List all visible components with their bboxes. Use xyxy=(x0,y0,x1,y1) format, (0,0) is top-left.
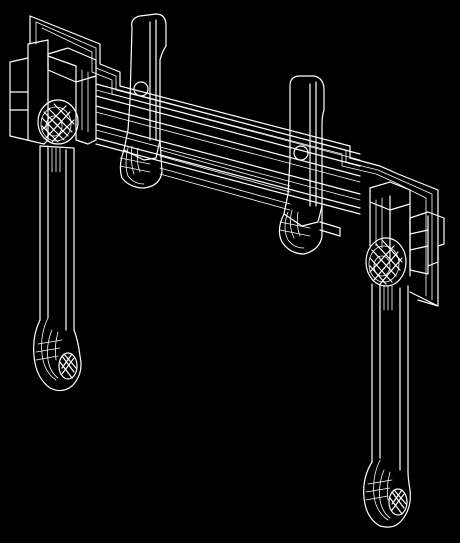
right-foot-inner-2 xyxy=(379,469,391,519)
right-foot-outline xyxy=(363,461,411,528)
wall-plate-outline-outer xyxy=(29,15,439,307)
rail-groove-2 xyxy=(159,155,291,193)
rail-groove xyxy=(159,149,291,187)
right-knob-outer xyxy=(365,237,407,287)
left-clamp-ridge-2 xyxy=(119,165,151,173)
rail-end-cap-3 xyxy=(319,229,341,237)
rail-lower-edge xyxy=(95,123,361,195)
right-foot-ridge xyxy=(367,479,393,485)
right-clamp-outline xyxy=(283,75,325,227)
left-foot-hole xyxy=(58,352,78,380)
left-clamp-hook-inner-2 xyxy=(130,145,135,175)
rail-groove-4 xyxy=(159,173,291,211)
right-clamp-ridge-2 xyxy=(279,229,311,237)
right-foot-inner xyxy=(373,459,389,521)
left-clamp-hook xyxy=(119,139,163,189)
left-arm xyxy=(39,145,75,331)
right-bracket-divider-2 xyxy=(409,245,429,251)
right-bracket-block xyxy=(369,181,445,277)
right-clamp-hook xyxy=(278,205,323,255)
left-foot-ridge xyxy=(37,339,63,345)
right-clamp-bolt xyxy=(293,145,309,161)
rail-end-cap xyxy=(319,221,341,229)
left-knob-knurling xyxy=(41,103,75,143)
rail-mid-edge-2 xyxy=(95,111,361,183)
right-foot-hole-hatch xyxy=(389,489,407,515)
right-arm xyxy=(371,283,409,473)
left-foot-inner-3 xyxy=(54,331,59,361)
left-foot-inner-2 xyxy=(47,329,59,379)
left-clamp-ridge xyxy=(119,157,151,165)
right-clamp xyxy=(278,75,325,255)
rail-bottom-edge-2 xyxy=(95,143,361,215)
left-foot-inner xyxy=(41,317,57,381)
left-clamp-hook-inner-3 xyxy=(136,147,141,173)
right-knob-hub xyxy=(373,255,391,277)
right-bracket-front xyxy=(409,211,445,275)
wall-plate-lower-right xyxy=(409,291,439,307)
right-foot-hole xyxy=(388,488,408,516)
left-foot-hole-hatch xyxy=(59,353,77,379)
right-bracket-divider xyxy=(409,229,429,235)
right-clamp-ridge xyxy=(279,221,311,229)
left-foot-ridge-2 xyxy=(35,347,61,353)
left-bracket-block xyxy=(9,39,97,145)
left-bracket-front xyxy=(9,39,49,145)
left-top-cap-edge-2 xyxy=(47,55,77,67)
left-clamp-hook-inner xyxy=(125,147,145,185)
left-knob-face xyxy=(40,106,72,142)
rail-top-edge xyxy=(95,83,361,155)
right-clamp-hook-inner-2 xyxy=(290,209,295,239)
left-arm-top xyxy=(39,145,75,149)
right-foot-ridge-2 xyxy=(365,487,391,493)
rail-mid-edge xyxy=(95,105,361,177)
right-clamp-hook-inner xyxy=(284,211,305,249)
left-clamp-outline xyxy=(123,13,167,161)
right-foot-ridge-3 xyxy=(365,495,389,501)
right-foot-inner-3 xyxy=(386,471,391,501)
rail-top-edge-2 xyxy=(95,89,361,161)
rail-groove-3 xyxy=(159,167,291,205)
left-foot-ridge-3 xyxy=(35,355,59,361)
left-knob-outer xyxy=(37,99,79,145)
left-arm-foot xyxy=(33,317,82,392)
left-foot-outline xyxy=(33,319,82,392)
left-clamp-bolt xyxy=(133,81,149,97)
left-block-step xyxy=(75,139,97,145)
right-knob xyxy=(365,237,407,287)
wall-plate-outline-inner2 xyxy=(41,27,427,297)
left-knob xyxy=(37,99,79,145)
left-clamp xyxy=(119,13,167,189)
right-knob-knurling xyxy=(369,239,403,285)
right-arm-foot xyxy=(363,459,411,528)
